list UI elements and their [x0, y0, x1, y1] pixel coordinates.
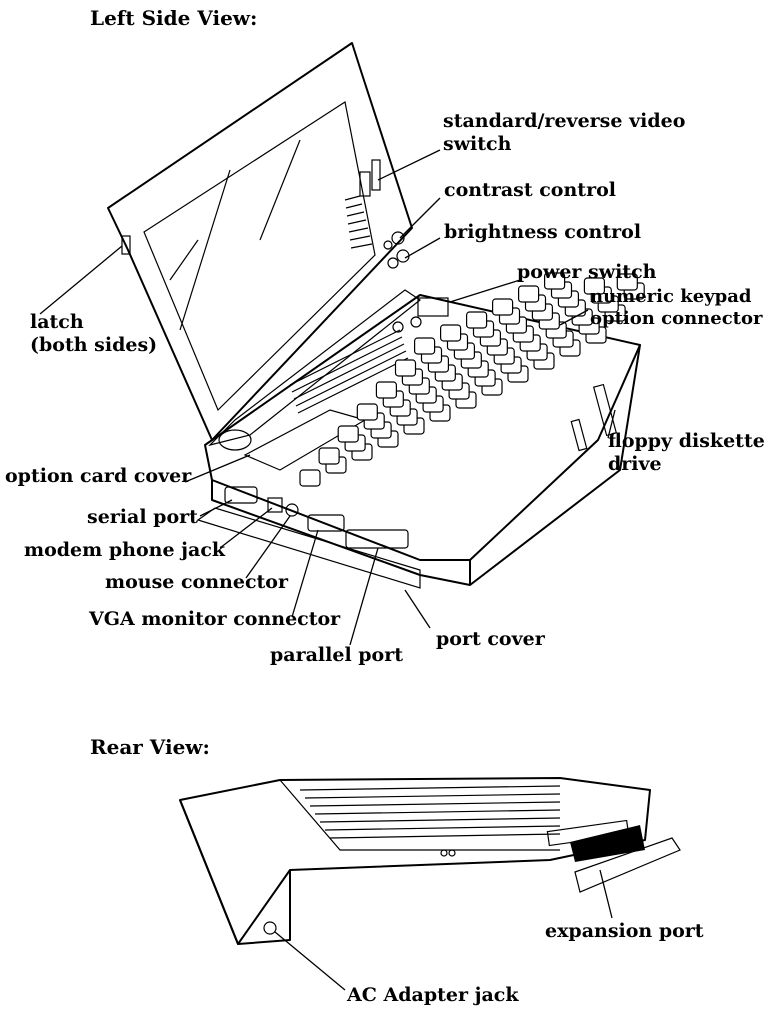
label-floppy-diskette-drive: floppy diskette drive: [608, 430, 765, 476]
laptop-base: [204, 289, 641, 586]
keyboard-key: [356, 403, 378, 421]
label-expansion-port: expansion port: [545, 920, 704, 942]
leader-lines: [39, 149, 616, 646]
keyboard-key: [337, 425, 359, 443]
keyboard-key: [466, 311, 488, 329]
keyboard-key: [394, 359, 417, 377]
keyboard-key: [616, 273, 638, 291]
keyboard-key: [517, 285, 540, 303]
label-numeric-keypad-line1: numeric keypad: [590, 286, 752, 307]
label-numeric-keypad-option-connector: numeric keypad option connector: [590, 286, 762, 330]
label-brightness-control: brightness control: [444, 221, 642, 243]
keyboard-key: [543, 272, 566, 290]
screen-lid: [107, 42, 413, 441]
label-serial-port: serial port: [87, 506, 198, 528]
label-power-switch: power switch: [517, 261, 657, 283]
label-latch-line1: latch: [30, 311, 84, 333]
left-side-view-heading: Left Side View:: [90, 6, 258, 30]
keyboard-key: [414, 337, 436, 355]
label-standard-reverse-video-switch: standard/reverse video switch: [443, 110, 685, 156]
label-contrast-control: contrast control: [444, 179, 616, 201]
label-floppy-line2: drive: [608, 453, 662, 475]
label-modem-phone-jack: modem phone jack: [24, 539, 226, 561]
label-parallel-port: parallel port: [270, 644, 404, 666]
rear-view-heading: Rear View:: [90, 735, 210, 759]
label-floppy-line1: floppy diskette: [608, 430, 765, 452]
label-latch: latch (both sides): [30, 311, 157, 357]
keyboard-key: [583, 277, 606, 295]
label-option-card-cover: option card cover: [5, 465, 192, 487]
keyboard-key: [299, 469, 321, 487]
label-latch-line2: (both sides): [30, 334, 158, 356]
label-ac-adapter-jack: AC Adapter jack: [347, 984, 519, 1006]
label-standard-reverse-video-line2: switch: [443, 133, 512, 155]
label-mouse-connector: mouse connector: [105, 571, 288, 593]
keyboard: [299, 272, 645, 487]
label-port-cover: port cover: [436, 628, 545, 650]
rear-view-drawing: [179, 777, 681, 991]
keyboard-key: [318, 447, 340, 465]
keyboard-key: [375, 381, 397, 399]
label-vga-monitor-connector: VGA monitor connector: [89, 608, 341, 630]
label-numeric-keypad-line2: option connector: [590, 308, 763, 329]
label-standard-reverse-video-line1: standard/reverse video: [443, 110, 686, 132]
keyboard-key: [440, 324, 462, 342]
keyboard-key: [492, 298, 514, 316]
